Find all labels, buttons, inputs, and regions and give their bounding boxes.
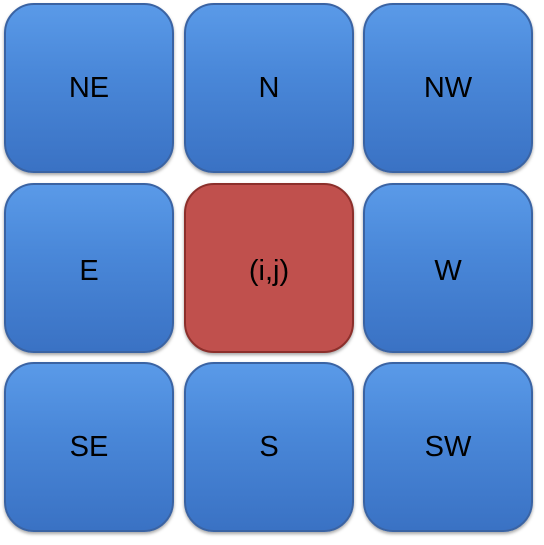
cell-label: SE (69, 430, 109, 463)
cell-label: NW (423, 71, 473, 104)
cell-label: N (258, 71, 280, 104)
cell-n: N (184, 3, 354, 173)
cell-nw: NW (363, 3, 533, 173)
cell-label: W (434, 254, 462, 287)
cell-label: S (259, 430, 279, 463)
cell-sw: SW (363, 362, 533, 532)
cell-center: (i,j) (184, 183, 354, 353)
cell-label: NE (68, 71, 110, 104)
cell-label: E (79, 254, 99, 287)
cell-s: S (184, 362, 354, 532)
cell-e: E (4, 183, 174, 353)
cell-label: SW (424, 430, 472, 463)
cell-se: SE (4, 362, 174, 532)
cell-w: W (363, 183, 533, 353)
cell-ne: NE (4, 3, 174, 173)
cell-label: (i,j) (248, 254, 290, 287)
